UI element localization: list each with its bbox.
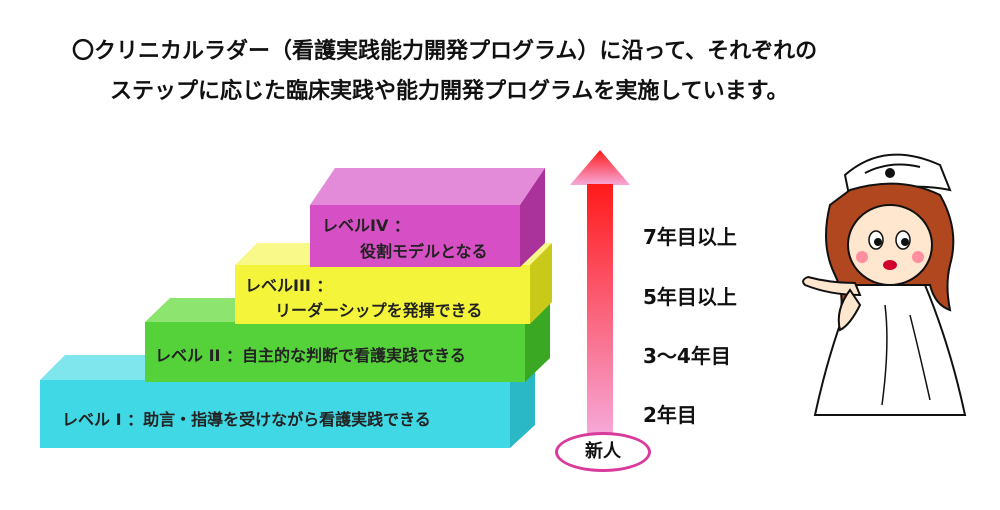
step-level-4-top xyxy=(310,168,545,205)
level-3-desc: リーダーシップを発揮できる xyxy=(275,301,483,320)
year-label-1: 2年目 xyxy=(643,403,697,427)
step-level-4 xyxy=(310,168,545,267)
step-level-4-side xyxy=(520,168,545,267)
intro-line-1: 〇クリニカルラダー（看護実践能力開発プログラム）に沿って、それぞれの xyxy=(72,39,818,64)
level-4-desc: 役割モデルとなる xyxy=(360,242,488,261)
career-ladder-stairs xyxy=(40,168,552,448)
level-2-label: レベル II ：自主的な判断で看護実践できる xyxy=(155,346,466,365)
step-level-3-front xyxy=(235,265,530,324)
year-label-3: 5年目以上 xyxy=(643,285,737,309)
year-label-2: 3～4年目 xyxy=(643,344,731,368)
level-4-title: レベルIV ： xyxy=(322,216,410,235)
arrow-shaft xyxy=(587,184,613,434)
step-level-2-front xyxy=(145,322,525,382)
nurse-illustration xyxy=(802,153,967,416)
step-level-1-front xyxy=(40,380,510,448)
step-level-4-front xyxy=(310,205,520,267)
intro-line-2: ステップに応じた臨床実践や能力開発プログラムを実施しています。 xyxy=(110,79,789,104)
intro-text: 〇クリニカルラダー（看護実践能力開発プログラム）に沿って、それぞれの ステップに… xyxy=(72,32,982,112)
year-label-4: 7年目以上 xyxy=(643,225,737,249)
level-3-title: レベルIII ： xyxy=(245,276,333,295)
start-label-newbie: 新人 xyxy=(555,432,651,472)
arrow-head xyxy=(570,150,630,185)
level-1-label: レベル I ：助言・指導を受けながら看護実践できる xyxy=(62,410,431,429)
progress-arrow xyxy=(570,150,630,434)
step-level-3-side xyxy=(530,243,552,324)
